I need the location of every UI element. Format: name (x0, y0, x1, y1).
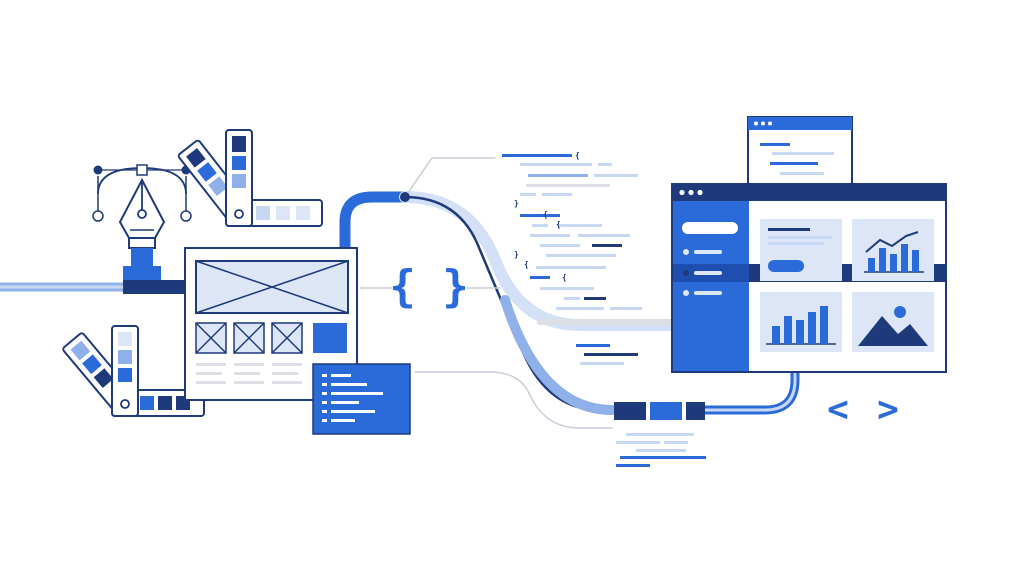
chevron-left-icon: < (827, 389, 849, 430)
grey-line-low (414, 371, 613, 429)
grey-line-top (404, 157, 496, 198)
browser-window-icon (671, 183, 947, 373)
code-brace: { (562, 273, 567, 282)
bezier-handles-icon (136, 164, 148, 176)
connector-blocks (614, 402, 705, 420)
code-brace: { (575, 151, 580, 160)
code-brace: } (514, 199, 519, 208)
image-icon (852, 292, 934, 352)
code-brace: { (543, 210, 548, 219)
code-lines-bottom (616, 433, 706, 467)
main-pipe (339, 191, 411, 256)
wireframe-layout-icon (184, 247, 358, 401)
code-brace: { (556, 220, 561, 229)
code-lines-top (502, 154, 642, 310)
pipeline-group (0, 157, 800, 429)
mid-band (500, 295, 617, 415)
code-lines-mid (576, 344, 638, 365)
color-swatch-fan-icon (62, 325, 205, 417)
code-brace: { (524, 260, 529, 269)
code-brace: } (514, 250, 519, 259)
code-braces-column: { } { { { } { (514, 151, 580, 282)
code-snippet-icon (312, 363, 411, 435)
bottom-pipe-core (703, 366, 797, 412)
chevron-right-icon: > (877, 389, 899, 430)
junction-node (400, 192, 410, 202)
bottom-pipe (700, 363, 800, 415)
color-swatch-fan-icon (177, 129, 323, 227)
bar-chart-icon (760, 292, 842, 352)
curly-braces-icon: { } (389, 261, 468, 312)
pen-tool-icon (92, 164, 192, 294)
bar-chart-icon (852, 219, 934, 281)
